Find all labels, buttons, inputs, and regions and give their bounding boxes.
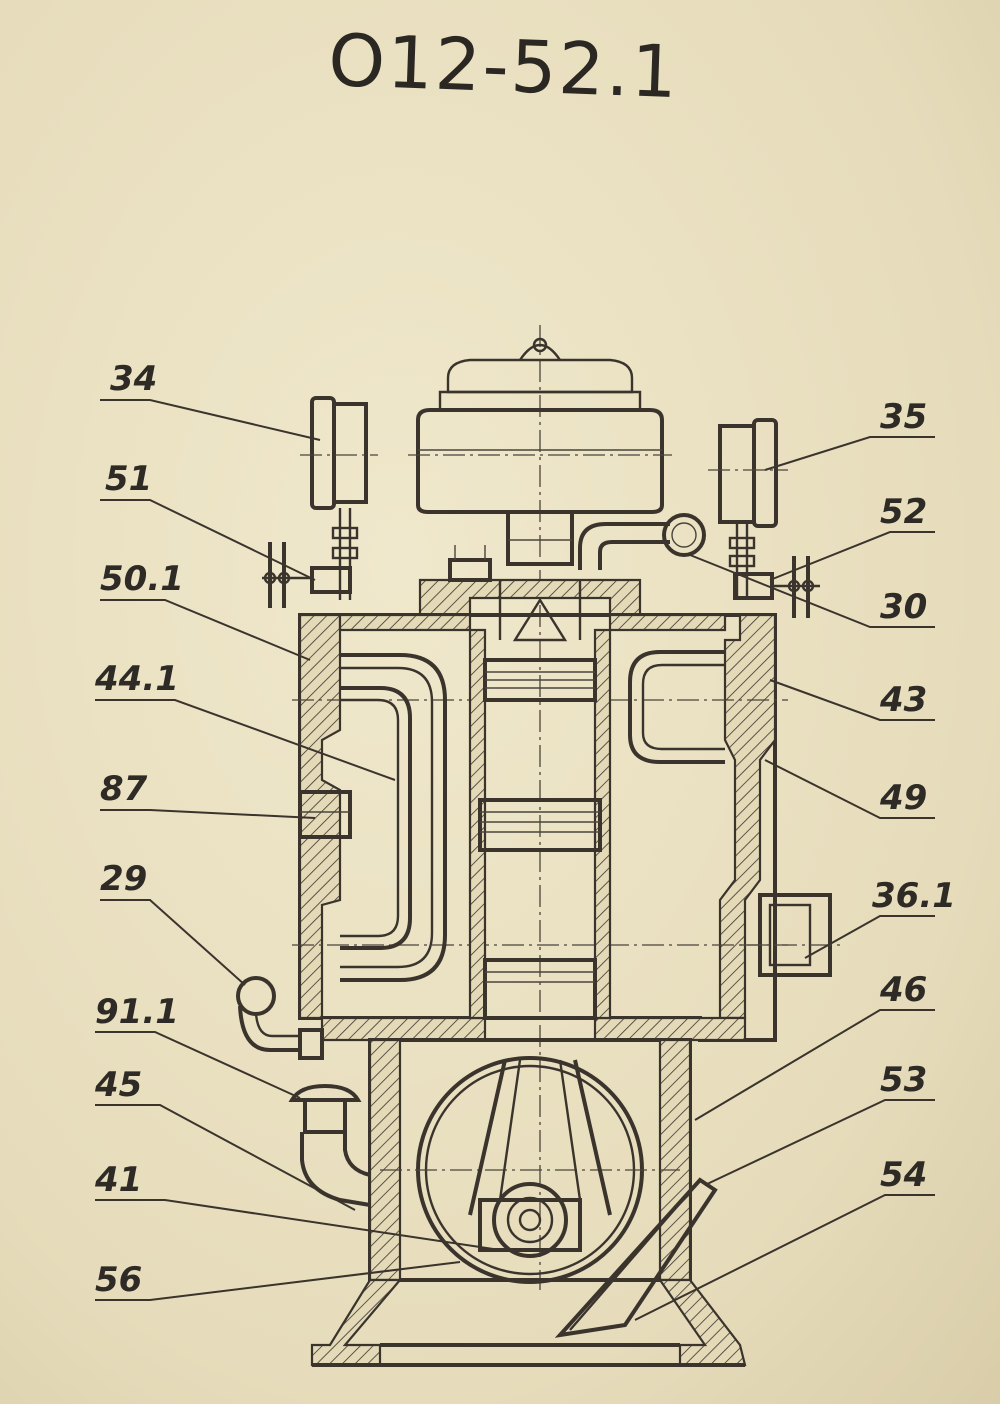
gauge-left <box>300 396 378 600</box>
cylinder-liner <box>468 628 612 1020</box>
outlet-36-1 <box>740 893 840 977</box>
leader-lines-right <box>634 436 935 1321</box>
callout-44-1: 44.1 <box>95 659 179 699</box>
dipstick-53 <box>554 1177 718 1338</box>
intake-neck <box>506 510 574 566</box>
callout-36-1: 36.1 <box>872 876 956 916</box>
callout-51: 51 <box>105 459 153 499</box>
cylinder-block <box>292 613 788 1042</box>
callout-43: 43 <box>880 680 928 720</box>
callout-50-1: 50.1 <box>100 559 184 599</box>
callout-35: 35 <box>880 397 928 437</box>
callout-91-1: 91.1 <box>95 992 179 1032</box>
valve-right <box>770 556 820 618</box>
cooling-coil-left <box>340 653 447 982</box>
gauge-right <box>708 418 788 600</box>
callout-29: 29 <box>100 859 148 899</box>
cylinder-head <box>418 545 642 642</box>
callout-34: 34 <box>110 359 158 399</box>
valve-left <box>262 542 312 608</box>
discharge-elbow <box>578 513 706 570</box>
base-frame <box>310 1278 747 1367</box>
callout-45: 45 <box>95 1065 143 1105</box>
callout-41: 41 <box>95 1160 143 1200</box>
callout-46: 46 <box>880 970 928 1010</box>
callout-53: 53 <box>880 1060 928 1100</box>
callout-52: 52 <box>880 492 928 532</box>
oil-filler <box>288 1083 371 1207</box>
callout-56: 56 <box>95 1260 143 1300</box>
drain-plug-87 <box>298 790 352 839</box>
cooling-coil-right <box>628 650 725 764</box>
leader-lines-left <box>95 399 501 1301</box>
air-filter <box>408 337 672 514</box>
callout-54: 54 <box>880 1155 928 1195</box>
callout-30: 30 <box>880 587 928 627</box>
pipe-29 <box>236 976 324 1060</box>
callout-87: 87 <box>100 769 148 809</box>
crankcase <box>368 1038 692 1284</box>
callout-49: 49 <box>880 778 928 818</box>
